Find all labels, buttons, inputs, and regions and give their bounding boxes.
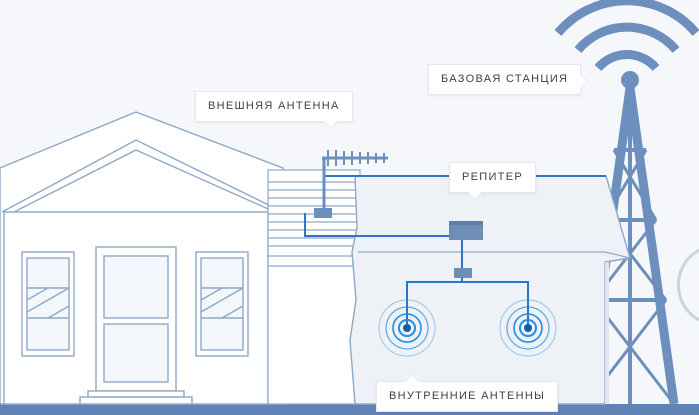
- external-antenna-icon: [314, 150, 388, 218]
- house-annex: [267, 169, 361, 405]
- house-cutaway: [349, 175, 631, 405]
- internal-antenna-left-icon: [378, 299, 436, 357]
- ground-strip: [0, 404, 699, 415]
- background-arc: [676, 248, 699, 322]
- internal-antennas-label: ВНУТРЕННИЕ АНТЕННЫ: [376, 381, 559, 412]
- repeater-box-icon: [449, 221, 483, 278]
- base-station-label: БАЗОВАЯ СТАНЦИЯ: [428, 64, 582, 95]
- external-antenna-label: ВНЕШНЯЯ АНТЕННА: [195, 91, 353, 122]
- house: [0, 111, 284, 405]
- internal-antenna-right-icon: [499, 299, 557, 357]
- repeater-label: РЕПИТЕР: [449, 162, 536, 193]
